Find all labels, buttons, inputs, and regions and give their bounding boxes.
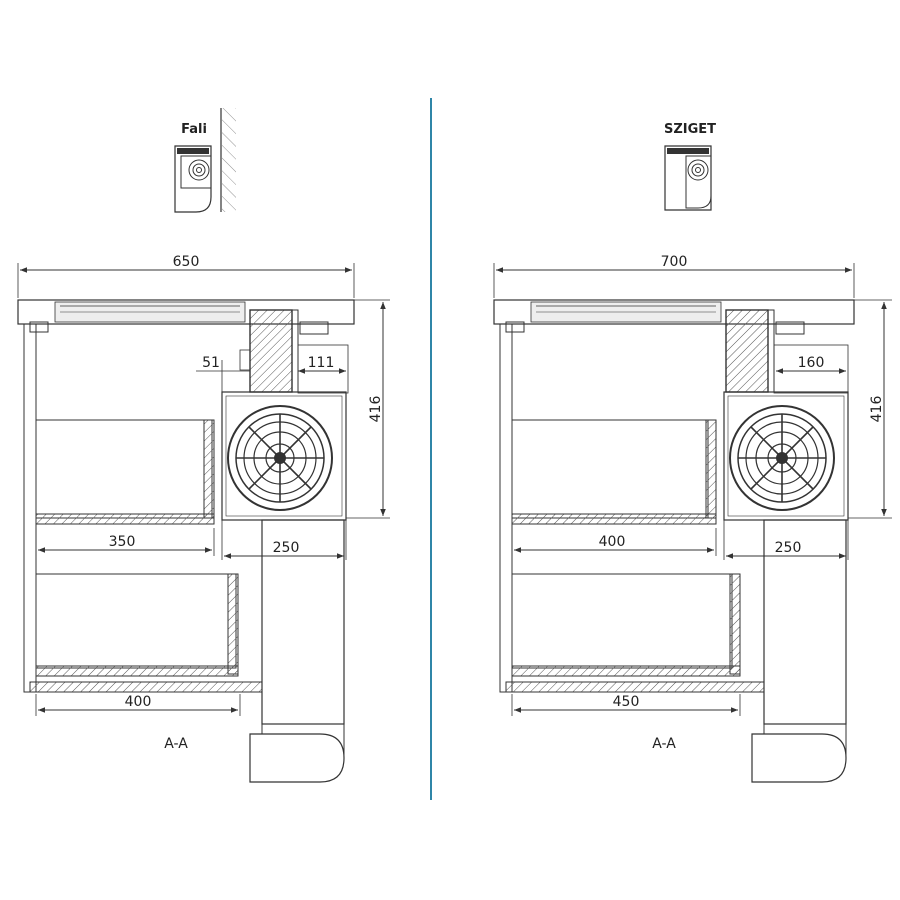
dim-450: 450	[613, 694, 640, 710]
upper-drawer-right	[511, 419, 709, 519]
dim-700: 700	[661, 254, 688, 270]
sziget-icon	[664, 145, 712, 211]
exhaust-duct	[261, 519, 345, 725]
dim-51: 51	[202, 355, 220, 371]
dim-160: 160	[798, 355, 825, 371]
exhaust-duct-right	[763, 519, 847, 725]
left-drawing: Fali 650 350 400	[17, 108, 390, 783]
dim-650: 650	[173, 254, 200, 270]
countertop-right	[493, 299, 855, 325]
fan-outer	[227, 405, 333, 511]
fan-outer-right	[729, 405, 835, 511]
dim-250-right: 250	[775, 540, 802, 556]
section-label-right: A-A	[652, 736, 676, 752]
dim-250: 250	[273, 540, 300, 556]
duct-block	[249, 309, 293, 393]
right-drawing: SZIGET 700 400 450	[493, 122, 892, 783]
section-label-left: A-A	[164, 736, 188, 752]
dim-350: 350	[109, 534, 136, 550]
lower-drawer-right	[511, 573, 733, 669]
lower-drawer	[35, 573, 237, 669]
dim-416: 416	[368, 396, 384, 423]
fali-icon	[174, 108, 236, 213]
dim-400: 400	[125, 694, 152, 710]
duct-block-right	[725, 309, 769, 393]
dim-416-right: 416	[869, 396, 885, 423]
sziget-title: SZIGET	[664, 122, 716, 137]
upper-drawer	[35, 419, 213, 519]
fali-title: Fali	[181, 122, 207, 137]
dim-400-right: 400	[599, 534, 626, 550]
countertop	[17, 299, 355, 325]
dim-111: 111	[308, 355, 335, 371]
